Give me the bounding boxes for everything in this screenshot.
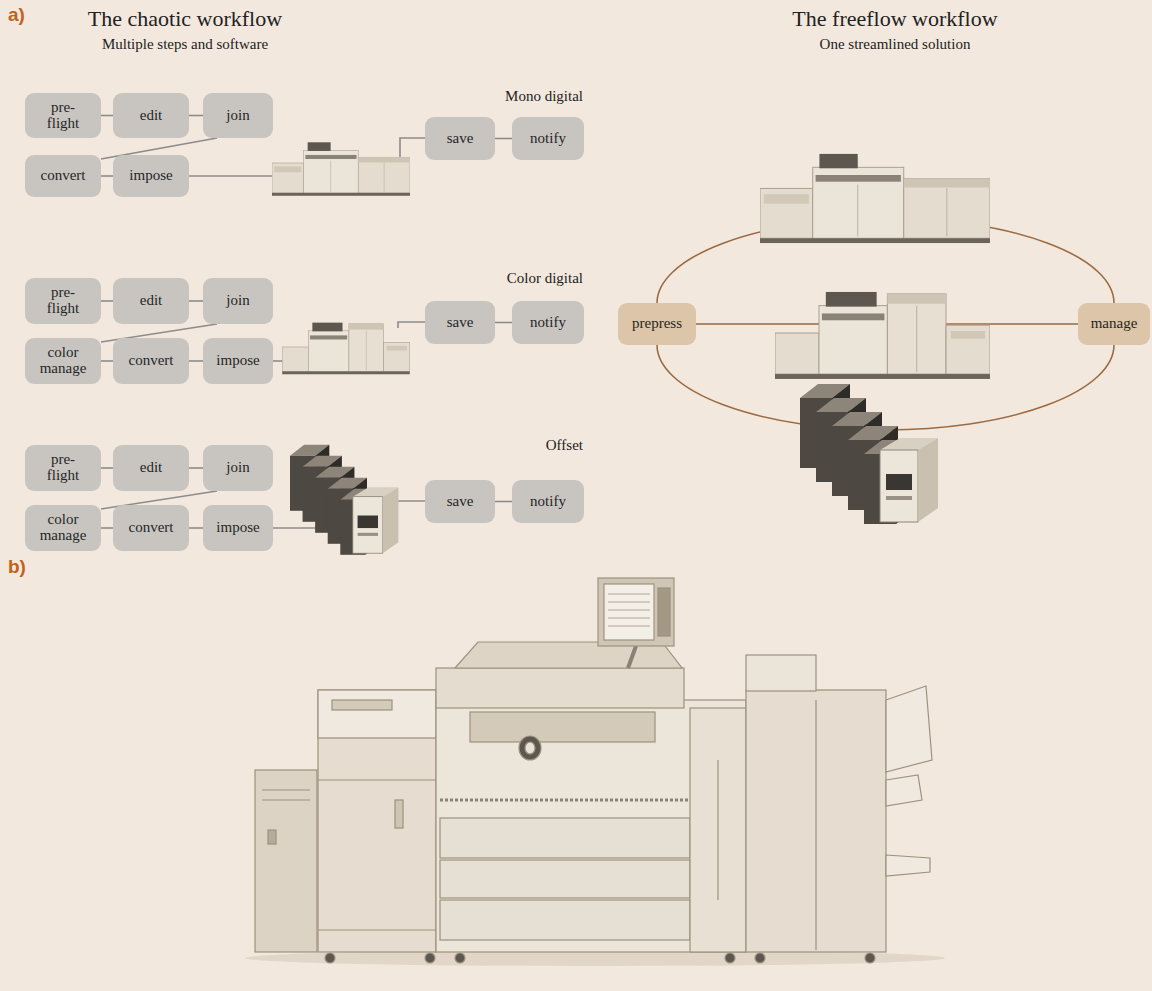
- box-text: impose: [216, 520, 259, 536]
- box-text: impose: [129, 168, 172, 184]
- connector-line: [101, 175, 113, 177]
- panel-letter: a): [8, 4, 48, 26]
- connector-line: [495, 138, 512, 140]
- box-text: pre- flight: [35, 452, 91, 484]
- box-text: save: [447, 131, 474, 147]
- process-box: notify: [512, 117, 584, 160]
- process-box: convert: [113, 338, 189, 384]
- box-text: join: [226, 293, 249, 309]
- subheading: One streamlined solution: [745, 36, 1045, 53]
- connector-line: [101, 115, 113, 117]
- box-text: edit: [140, 460, 163, 476]
- process-box: save: [425, 301, 495, 344]
- process-box: impose: [203, 505, 273, 551]
- process-box: pre- flight: [25, 278, 101, 324]
- connector-line: [189, 115, 203, 117]
- box-text: edit: [140, 108, 163, 124]
- connector-line: [101, 527, 113, 529]
- process-box: pre- flight: [25, 445, 101, 491]
- box-text: notify: [530, 494, 566, 510]
- box-text: pre- flight: [35, 100, 91, 132]
- box-text: notify: [530, 131, 566, 147]
- process-box: impose: [203, 338, 273, 384]
- box-text: pre- flight: [35, 285, 91, 317]
- box-text: convert: [129, 520, 174, 536]
- connector-line: [101, 300, 113, 302]
- box-text: impose: [216, 353, 259, 369]
- box-text: manage: [1091, 316, 1138, 332]
- box-text: join: [226, 460, 249, 476]
- connector-line: [495, 501, 512, 503]
- process-box: edit: [113, 445, 189, 491]
- row-label: Mono digital: [440, 88, 583, 105]
- box-text: convert: [41, 168, 86, 184]
- process-box: join: [203, 278, 273, 324]
- process-box: color manage: [25, 338, 101, 384]
- process-box: color manage: [25, 505, 101, 551]
- box-text: color manage: [35, 512, 91, 544]
- panel-letter: b): [8, 556, 48, 578]
- connector-line: [189, 527, 203, 529]
- row-label: Offset: [440, 437, 583, 454]
- connector-line: [495, 322, 512, 324]
- row-label: Color digital: [440, 270, 583, 287]
- process-box: notify: [512, 301, 584, 344]
- process-box: pre- flight: [25, 93, 101, 138]
- process-box: convert: [113, 505, 189, 551]
- process-box: join: [203, 93, 273, 138]
- box-text: edit: [140, 293, 163, 309]
- connector-line: [101, 360, 113, 362]
- box-text: save: [447, 494, 474, 510]
- process-box: impose: [113, 155, 189, 197]
- workflow-box: prepress: [618, 303, 696, 345]
- box-text: convert: [129, 353, 174, 369]
- box-text: join: [226, 108, 249, 124]
- process-box: edit: [113, 278, 189, 324]
- connector-line: [189, 300, 203, 302]
- heading: The chaotic workflow: [60, 6, 310, 32]
- process-box: save: [425, 480, 495, 523]
- process-box: notify: [512, 480, 584, 523]
- heading: The freeflow workflow: [745, 6, 1045, 32]
- box-text: prepress: [632, 316, 682, 332]
- connector-line: [189, 360, 203, 362]
- box-text: color manage: [35, 345, 91, 377]
- process-box: edit: [113, 93, 189, 138]
- connector-line: [189, 467, 203, 469]
- subheading: Multiple steps and software: [60, 36, 310, 53]
- process-box: join: [203, 445, 273, 491]
- box-text: save: [447, 315, 474, 331]
- process-box: save: [425, 117, 495, 160]
- box-text: notify: [530, 315, 566, 331]
- connector-line: [101, 467, 113, 469]
- process-box: convert: [25, 155, 101, 197]
- workflow-box: manage: [1078, 303, 1150, 345]
